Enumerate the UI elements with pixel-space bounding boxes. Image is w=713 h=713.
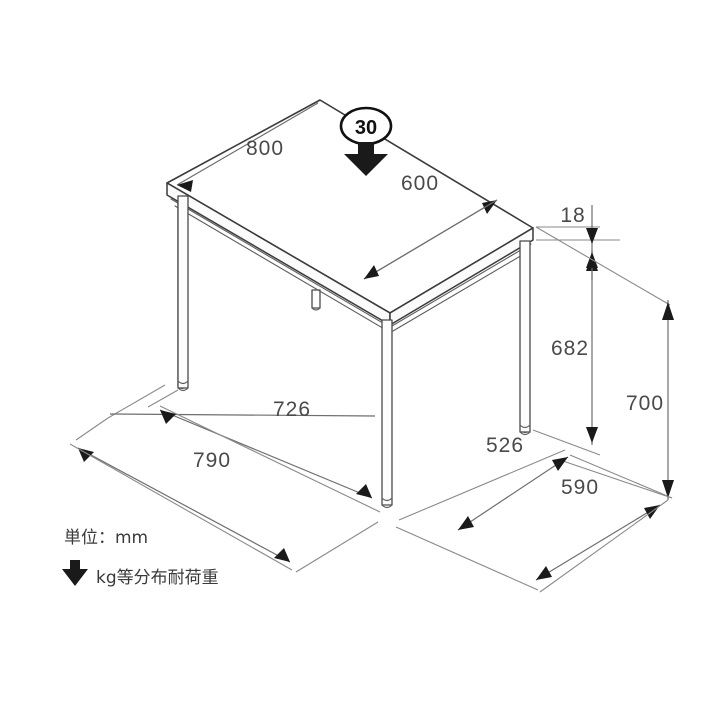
leg-front-center: [381, 319, 393, 509]
dimension-726: 726: [109, 398, 376, 499]
dim-590-label: 590: [561, 476, 599, 499]
load-arrow-head: [344, 154, 388, 176]
leg-front-left: [177, 195, 189, 392]
ext-left-foot-2: [107, 384, 166, 419]
ext-left-foot: [147, 389, 179, 408]
ext-foot-right: [532, 429, 601, 456]
dimension-682: 682: [551, 250, 598, 445]
leg-back-inner: [311, 289, 321, 311]
footprint-left-b: [69, 443, 293, 571]
dimension-700: 700: [626, 300, 674, 500]
dim-18-label: 18: [560, 204, 585, 227]
ext-700-bottom: [559, 459, 673, 499]
load-label: kg等分布耐荷重: [96, 568, 219, 588]
down-arrow-icon: [62, 560, 88, 586]
ext-700-top: [535, 226, 671, 306]
footprint-right-d: [569, 454, 673, 499]
apron-right: [391, 243, 532, 327]
dimension-790: 790: [77, 447, 291, 563]
dim-600-label: 600: [401, 172, 439, 195]
unit-label: 単位：mm: [64, 528, 148, 548]
load-arrow-shaft: [358, 142, 374, 156]
dim-726-label: 726: [273, 398, 311, 421]
leg-front-right: [519, 240, 531, 436]
dimension-590: 590: [535, 476, 661, 581]
apron-right-2: [392, 250, 530, 332]
legend-group: 単位：mm kg等分布耐荷重: [62, 528, 219, 588]
footprint-right-c: [539, 499, 669, 593]
dimension-600: 600: [363, 172, 498, 280]
dim-526-label: 526: [486, 434, 524, 457]
footprint-left-a: [75, 417, 109, 441]
dim-790-label: 790: [193, 449, 231, 472]
load-badge-value: 30: [355, 117, 377, 139]
dim-700-label: 700: [626, 392, 664, 415]
dim-800-label: 800: [246, 137, 284, 160]
dim-682-label: 682: [551, 337, 589, 360]
dimension-800: 800: [176, 102, 319, 192]
footprint-right-a: [398, 449, 566, 521]
footprint-left-c: [295, 521, 379, 573]
load-badge-group: 30: [339, 106, 393, 176]
footprint-right-b: [395, 526, 539, 591]
apron-left-2: [174, 205, 387, 331]
apron-left: [170, 198, 389, 327]
footprint-left-d: [159, 405, 381, 513]
table-geometry: [166, 99, 534, 509]
dimension-526: 526: [457, 434, 569, 531]
